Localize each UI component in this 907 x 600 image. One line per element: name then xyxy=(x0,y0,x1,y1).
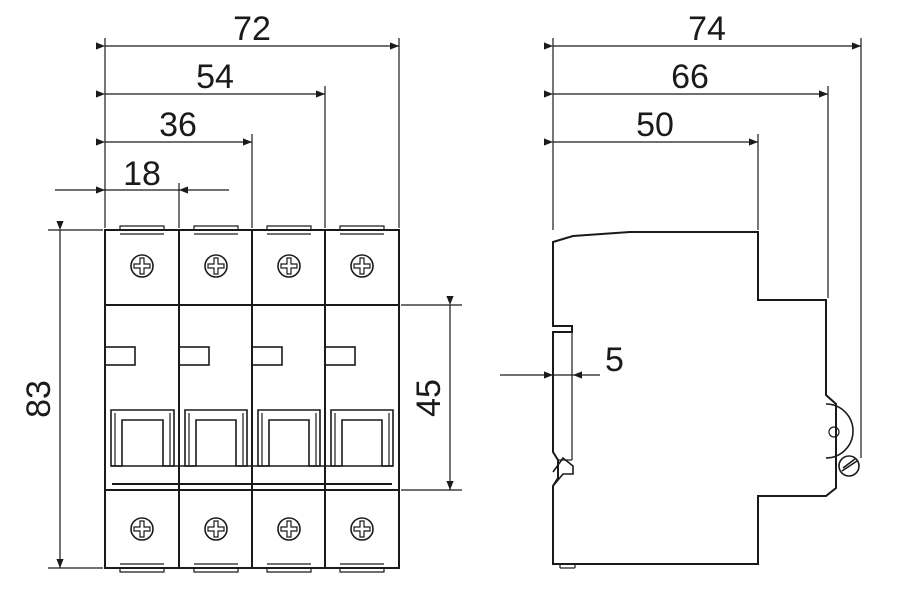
handle-slot xyxy=(330,409,394,467)
bottom-terminal-screw-icon xyxy=(277,517,301,541)
side-profile-outline xyxy=(552,231,837,565)
top-terminal-screw-icon xyxy=(204,254,228,278)
indicator-window xyxy=(251,346,283,366)
width-extension-lines xyxy=(104,38,400,228)
front-view: 72 54 36 18 83 45 xyxy=(20,10,462,573)
dimension-label-36: 36 xyxy=(159,106,197,144)
din-rail-clip xyxy=(552,456,574,487)
handle-slot xyxy=(110,409,175,467)
handle-slot xyxy=(184,409,248,467)
dimension-label-66: 66 xyxy=(671,58,709,96)
indicator-window xyxy=(324,346,356,366)
bottom-terminal-screw-icon xyxy=(350,517,374,541)
top-terminal-screw-icon xyxy=(350,254,374,278)
top-terminal-screw-icon xyxy=(130,254,154,278)
bottom-terminal-screw-icon xyxy=(204,517,228,541)
dimension-label-54: 54 xyxy=(196,58,234,96)
indicator-window xyxy=(104,346,136,366)
dimension-label-72: 72 xyxy=(233,10,271,48)
dimension-label-45: 45 xyxy=(410,379,448,417)
bottom-terminal-screw-icon xyxy=(130,517,154,541)
side-view: 74 66 50 5 xyxy=(500,10,862,569)
top-terminal-screw-icon xyxy=(277,254,301,278)
dimension-label-5: 5 xyxy=(605,341,624,379)
dimension-label-18: 18 xyxy=(123,155,161,193)
dimension-label-50: 50 xyxy=(636,106,674,144)
dimension-label-74: 74 xyxy=(688,10,726,48)
indicator-window xyxy=(178,346,210,366)
test-knob-icon xyxy=(825,403,860,477)
top-clamp-tabs xyxy=(119,225,385,235)
dimension-label-83: 83 xyxy=(20,380,58,418)
depth-extension-lines xyxy=(552,38,862,458)
handle-slot xyxy=(257,409,321,467)
bottom-clamp-tabs xyxy=(119,563,385,573)
